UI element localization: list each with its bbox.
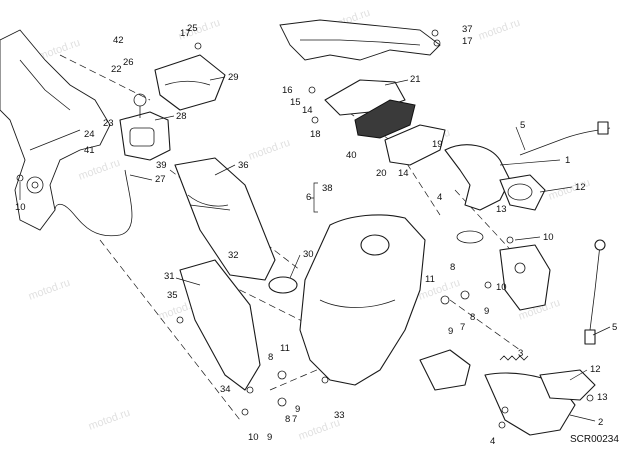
callout-7: 7 bbox=[460, 322, 465, 333]
callout-5: 5 bbox=[520, 120, 525, 131]
sensor-cable-27 bbox=[54, 169, 133, 237]
callout-25: 25 bbox=[187, 23, 198, 34]
callout-17: 17 bbox=[180, 28, 191, 39]
lower-header-2 bbox=[484, 369, 596, 436]
callout-10-mid: 10 bbox=[496, 282, 507, 293]
callout-11-lower: 11 bbox=[280, 343, 290, 354]
watermark: motod.ru bbox=[87, 407, 132, 433]
callout-4-lower: 4 bbox=[490, 436, 495, 447]
callout-12: 12 bbox=[575, 182, 586, 193]
callout-labels: 1 2 3 4 4 5 5 6 7 7 8 8 8 8 9 9 9 9 10 1… bbox=[15, 23, 617, 447]
callout-13: 13 bbox=[496, 204, 507, 215]
callout-9: 9 bbox=[448, 326, 453, 337]
callout-34: 34 bbox=[220, 384, 231, 395]
callout-9-bottom: 9 bbox=[267, 432, 272, 443]
callout-40: 40 bbox=[346, 150, 357, 161]
callout-14: 14 bbox=[302, 105, 313, 116]
watermark: motod.ru bbox=[477, 17, 522, 43]
callout-3: 3 bbox=[518, 348, 523, 359]
group-bracket-6-38 bbox=[310, 182, 318, 213]
callout-28: 28 bbox=[176, 111, 187, 122]
watermark: motod.ru bbox=[77, 157, 122, 183]
top-frame-section bbox=[279, 19, 441, 61]
fasteners bbox=[16, 29, 594, 429]
callout-10-right: 10 bbox=[543, 232, 554, 243]
callout-36: 36 bbox=[238, 160, 249, 171]
callout-9-right: 9 bbox=[484, 306, 489, 317]
link-pipe-30 bbox=[268, 276, 298, 294]
callout-29: 29 bbox=[228, 72, 239, 83]
callout-6: 6 bbox=[306, 192, 311, 203]
callout-35: 35 bbox=[167, 290, 178, 301]
callout-32: 32 bbox=[228, 250, 239, 261]
callout-8-mid: 8 bbox=[470, 312, 475, 323]
callout-18: 18 bbox=[310, 129, 321, 140]
left-frame-section bbox=[0, 29, 111, 231]
leader-lines bbox=[19, 76, 611, 422]
lambda-sensor-top bbox=[519, 121, 611, 156]
callout-7-lower: 7 bbox=[292, 414, 297, 425]
watermark: motod.ru bbox=[417, 277, 462, 303]
callout-8-bottom: 8 bbox=[285, 414, 290, 425]
spring-3 bbox=[499, 355, 529, 361]
callout-38: 38 bbox=[322, 183, 333, 194]
silencer-cover-36 bbox=[174, 157, 276, 281]
callout-42: 42 bbox=[113, 35, 124, 46]
callout-5-right: 5 bbox=[612, 322, 617, 333]
callout-23: 23 bbox=[103, 118, 114, 129]
callout-31: 31 bbox=[164, 271, 175, 282]
callout-1: 1 bbox=[565, 155, 570, 166]
callout-11: 11 bbox=[425, 274, 435, 285]
exhaust-valve-actuator bbox=[119, 93, 171, 161]
callout-9-lower: 9 bbox=[295, 404, 300, 415]
watermark: motod.ru bbox=[27, 277, 72, 303]
callout-2: 2 bbox=[598, 417, 603, 428]
heat-shield-31 bbox=[179, 259, 261, 391]
callout-17-right: 17 bbox=[462, 36, 473, 47]
callout-20: 20 bbox=[376, 168, 387, 179]
heat-shield-29 bbox=[154, 54, 226, 111]
callout-14-mid: 14 bbox=[398, 168, 409, 179]
header-pipe-1 bbox=[444, 144, 546, 211]
callout-41: 41 bbox=[84, 145, 95, 156]
heat-shield-40 bbox=[354, 99, 416, 139]
right-bracket bbox=[499, 244, 551, 311]
heat-shield-20 bbox=[384, 124, 446, 166]
callout-27: 27 bbox=[155, 174, 166, 185]
callout-8-left: 8 bbox=[268, 352, 273, 363]
callout-19: 19 bbox=[432, 139, 443, 150]
callout-10: 10 bbox=[15, 202, 26, 213]
callout-12-lower: 12 bbox=[590, 364, 601, 375]
callout-4: 4 bbox=[437, 192, 442, 203]
clamp-38 bbox=[456, 230, 484, 244]
callout-39: 39 bbox=[156, 160, 167, 171]
watermark: motod.ru bbox=[247, 137, 292, 163]
callout-13-lower: 13 bbox=[597, 392, 608, 403]
main-silencer-box bbox=[299, 214, 471, 391]
drawing-code: SCR00234 bbox=[570, 434, 619, 445]
callout-33: 33 bbox=[334, 410, 345, 421]
callout-37: 37 bbox=[462, 24, 473, 35]
callout-16: 16 bbox=[282, 85, 293, 96]
callout-30: 30 bbox=[303, 249, 314, 260]
callout-22: 22 bbox=[111, 64, 122, 75]
callout-15: 15 bbox=[290, 97, 301, 108]
callout-26: 26 bbox=[123, 57, 134, 68]
callout-10-bottom: 10 bbox=[248, 432, 259, 443]
callout-24: 24 bbox=[84, 129, 95, 140]
callout-8: 8 bbox=[450, 262, 455, 273]
callout-21: 21 bbox=[410, 74, 421, 85]
lambda-sensor-right bbox=[584, 239, 606, 345]
